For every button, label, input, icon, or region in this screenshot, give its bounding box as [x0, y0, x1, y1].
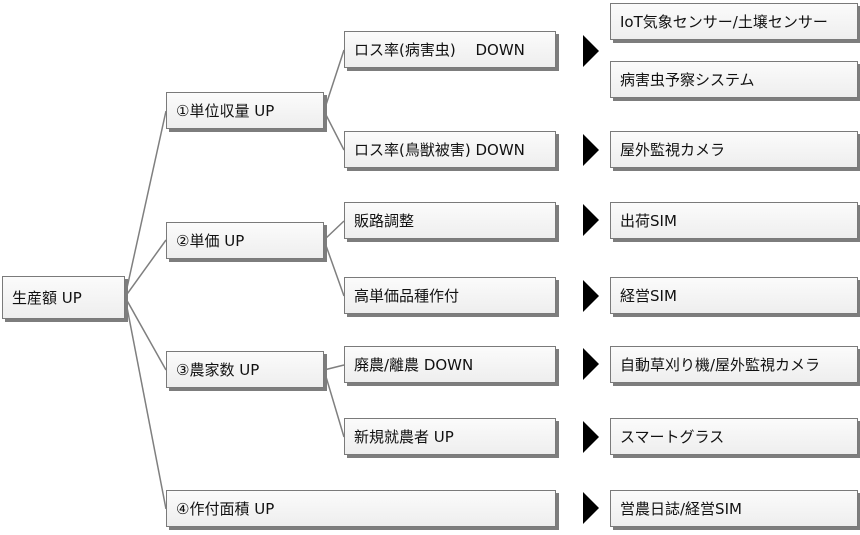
- connector-level1-factor2: [323, 110, 345, 151]
- factor-node-sales-channel: 販路調整: [344, 202, 556, 239]
- factor-node-wildlife-loss: ロス率(鳥獣被害) DOWN: [344, 131, 556, 168]
- solution-node-auto-mower: 自動草刈り機/屋外監視カメラ: [610, 346, 858, 383]
- factor-node-premium-variety: 高単価品種作付: [344, 277, 556, 314]
- arrow-triangle-4: [583, 280, 599, 312]
- solution-node-pest-forecast: 病害虫予察システム: [610, 61, 858, 98]
- factor-node-farm-abandonment: 廃農/離農 DOWN: [344, 346, 556, 383]
- solution-node-farm-diary: 営農日誌/経営SIM: [610, 490, 858, 527]
- solution-node-management-sim: 経営SIM: [610, 277, 858, 314]
- root-node: 生産額 UP: [2, 276, 125, 319]
- connector-level2-factor3: [323, 220, 345, 241]
- connector-root-level3: [124, 296, 167, 371]
- arrow-triangle-2: [583, 134, 599, 166]
- connector-level2-factor4: [323, 239, 345, 297]
- factor-node-new-farmers: 新規就農者 UP: [344, 418, 556, 455]
- solution-node-iot-sensors: IoT気象センサー/土壌センサー: [610, 3, 858, 40]
- level-node-farmer-count: ③農家数 UP: [166, 351, 324, 388]
- arrow-triangle-3: [583, 204, 599, 236]
- factor-node-pest-loss: ロス率(病害虫) DOWN: [344, 31, 556, 68]
- level-node-yield: ①単位収量 UP: [166, 92, 324, 129]
- arrow-triangle-1: [583, 35, 599, 67]
- arrow-triangle-7: [583, 492, 599, 524]
- connector-level1-factor1: [323, 49, 345, 112]
- arrow-triangle-5: [583, 348, 599, 380]
- connector-root-level2: [124, 239, 167, 298]
- level-node-unit-price: ②単価 UP: [166, 222, 324, 259]
- connector-root-level1: [124, 110, 167, 298]
- solution-node-outdoor-camera: 屋外監視カメラ: [610, 131, 858, 168]
- solution-node-smart-glasses: スマートグラス: [610, 418, 858, 455]
- connector-level3-factor6: [323, 369, 345, 438]
- arrow-triangle-6: [583, 421, 599, 453]
- solution-node-shipping-sim: 出荷SIM: [610, 202, 858, 239]
- connector-root-level4: [124, 296, 167, 510]
- level-node-planted-area: ④作付面積 UP: [166, 490, 556, 527]
- connector-level3-factor5: [323, 364, 345, 371]
